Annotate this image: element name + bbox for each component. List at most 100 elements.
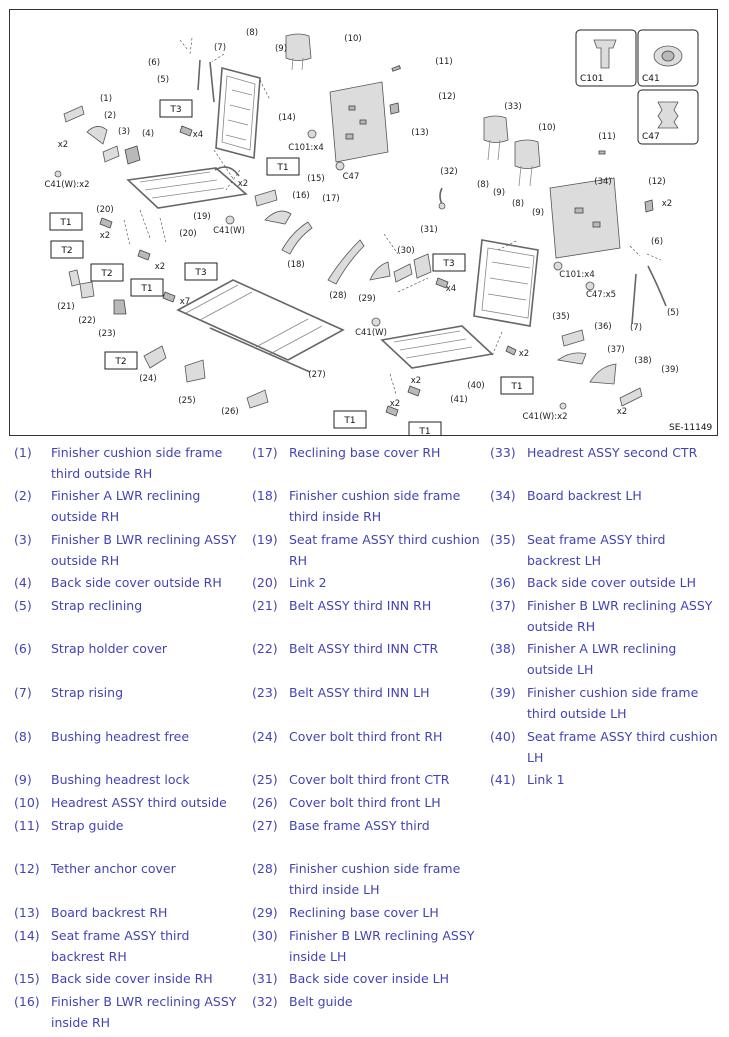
legend-item-number: (8) <box>14 729 32 744</box>
callout-label: x2 <box>411 376 421 386</box>
seat-frame-cushion-lh <box>380 325 494 369</box>
legend-item-number: (26) <box>252 795 278 810</box>
torque-tag-box: T1 <box>500 376 534 395</box>
legend-item-number: (27) <box>252 818 278 833</box>
legend-item-text: Strap reclining <box>51 598 143 613</box>
legend-item-number: (2) <box>14 488 32 503</box>
legend-item-number: (5) <box>14 598 32 613</box>
callout-labels: (1)(2)(3)(4)(5)(6)(7)(8)(9)(10)(11)(12)(… <box>44 28 679 422</box>
callout-label: (5) <box>667 308 679 318</box>
diagram-canvas: (1)(2)(3)(4)(5)(6)(7)(8)(9)(10)(11)(12)(… <box>44 28 713 435</box>
torque-tag-label: T1 <box>418 427 430 435</box>
callout-label: (1) <box>100 94 112 104</box>
legend-item-number: (30) <box>252 928 278 943</box>
diagram-code: SE-11149 <box>669 423 713 433</box>
legend-item-number: (18) <box>252 488 278 503</box>
legend-item-text: Finisher A LWR reclining outside LH <box>527 641 677 677</box>
callout-label: (35) <box>552 312 569 322</box>
torque-tag-label: T3 <box>169 105 181 115</box>
legend-item-number: (20) <box>252 575 278 590</box>
legend-item-text: Seat frame ASSY third cushion RH <box>289 532 480 568</box>
callout-label: C47:x5 <box>586 290 616 300</box>
callout-label: x2 <box>390 399 400 409</box>
legend-item-number: (29) <box>252 905 278 920</box>
torque-tag-box: T3 <box>432 253 466 272</box>
callout-label: x7 <box>180 297 190 307</box>
callout-label: (20) <box>179 229 196 239</box>
legend-item-number: (10) <box>14 795 40 810</box>
parts-artwork <box>54 33 667 417</box>
legend-item-text: Reclining base cover RH <box>289 445 441 460</box>
torque-tag-label: T2 <box>114 357 126 367</box>
callout-label: (10) <box>344 34 361 44</box>
callout-label: (37) <box>607 345 624 355</box>
legend-item-text: Strap guide <box>51 818 124 833</box>
torque-tag-label: T3 <box>194 268 206 278</box>
legend-item-text: Finisher B LWR reclining ASSY outside RH <box>527 598 713 634</box>
callout-label: (11) <box>435 57 452 67</box>
legend-item-number: (40) <box>490 729 516 744</box>
legend-item-text: Finisher cushion side frame third outsid… <box>527 685 699 721</box>
callout-label: C41(W) <box>355 328 387 338</box>
torque-tag-label: T1 <box>276 163 288 173</box>
torque-tag-box: T1 <box>49 212 83 231</box>
callout-label: C47 <box>343 172 360 182</box>
callout-label: x2 <box>155 262 165 272</box>
legend-item-text: Board backrest RH <box>51 905 168 920</box>
callout-label: (30) <box>397 246 414 256</box>
legend-item-number: (39) <box>490 685 516 700</box>
legend-item-number: (25) <box>252 772 278 787</box>
torque-tag-label: T2 <box>100 269 112 279</box>
callout-label: (12) <box>438 92 455 102</box>
callout-label: (6) <box>651 237 663 247</box>
legend-item-text: Strap holder cover <box>51 641 168 656</box>
callout-label: (4) <box>142 129 154 139</box>
callout-label: (8) <box>477 180 489 190</box>
callout-label: x2 <box>100 231 110 241</box>
callout-label: (17) <box>322 194 339 204</box>
legend-item-text: Back side cover inside LH <box>289 971 449 986</box>
legend-item-text: Finisher cushion side frame third inside… <box>289 488 461 524</box>
callout-label: (18) <box>287 260 304 270</box>
legend-item-number: (12) <box>14 861 40 876</box>
callout-label: (9) <box>275 44 287 54</box>
callout-label: C41(W):x2 <box>522 412 567 422</box>
legend-item-number: (32) <box>252 994 278 1009</box>
callout-label: (29) <box>358 294 375 304</box>
callout-label: (6) <box>148 58 160 68</box>
torque-tag-box: T3 <box>184 262 218 281</box>
callout-label: (23) <box>98 329 115 339</box>
legend-item-number: (21) <box>252 598 278 613</box>
callout-label: (28) <box>329 291 346 301</box>
callout-label: (15) <box>307 174 324 184</box>
legend-item-number: (22) <box>252 641 278 656</box>
legend-item-text: Cover bolt third front LH <box>289 795 441 810</box>
callout-label: (26) <box>221 407 238 417</box>
headrest-third-outside-lh <box>514 139 541 169</box>
legend-item-number: (37) <box>490 598 516 613</box>
torque-tag-box: T1 <box>130 278 164 297</box>
legend-item-text: Link 2 <box>289 575 327 590</box>
legend-item-number: (9) <box>14 772 32 787</box>
callout-label: (40) <box>467 381 484 391</box>
board-backrest-rh <box>329 81 389 163</box>
callout-label: (20) <box>96 205 113 215</box>
legend-item-text: Finisher B LWR reclining ASSY outside RH <box>51 532 237 568</box>
legend-item-text: Board backrest LH <box>527 488 642 503</box>
torque-tag-label: T1 <box>510 382 522 392</box>
callout-label: C101:x4 <box>559 270 594 280</box>
callout-label: (21) <box>57 302 74 312</box>
legend-item-text: Finisher cushion side frame third outsid… <box>51 445 223 481</box>
clip-c47-box: C47 <box>637 89 699 145</box>
legend-item-text: Bushing headrest free <box>51 729 190 744</box>
callout-label: (31) <box>420 225 437 235</box>
legend-item-text: Finisher B LWR reclining ASSY inside LH <box>289 928 475 964</box>
clip-label-c101: C101 <box>580 74 603 84</box>
seat-frame-cushion-rh <box>126 166 248 209</box>
board-backrest-lh <box>549 177 621 259</box>
torque-tag-box: T1 <box>333 410 367 429</box>
base-frame-third <box>176 279 345 373</box>
legend-item-text: Back side cover inside RH <box>51 971 213 986</box>
callout-label: x2 <box>519 349 529 359</box>
legend-item-text: Belt guide <box>289 994 353 1009</box>
